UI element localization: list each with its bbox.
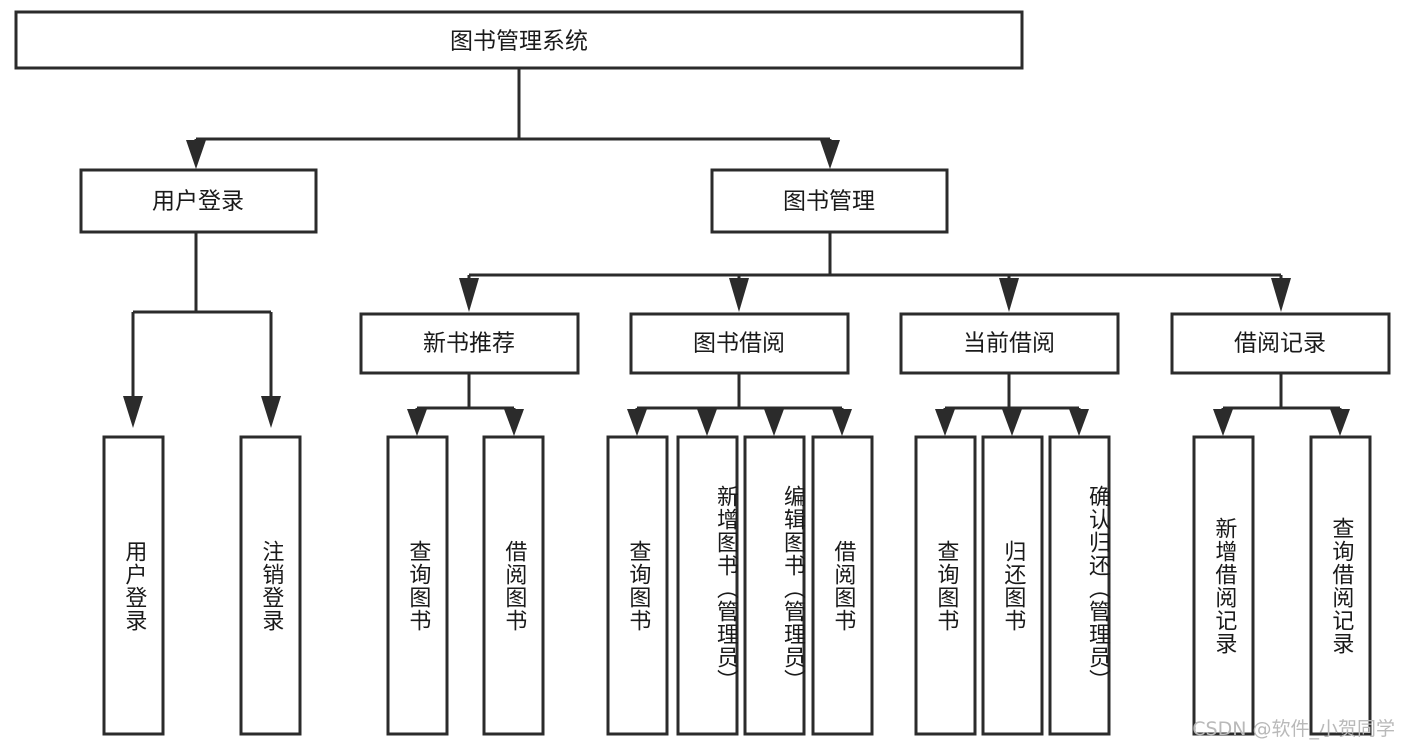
node-leaf-bb-edit-book-admin[interactable] <box>743 435 806 736</box>
node-user-login[interactable] <box>79 168 318 234</box>
node-leaf-br-query-record[interactable] <box>1309 435 1372 736</box>
node-book-borrow[interactable] <box>629 312 850 375</box>
node-new-book-recommend-label: 新书推荐 <box>423 331 515 357</box>
node-leaf-bb-borrow-book[interactable] <box>811 435 874 736</box>
arrow-to-new-book <box>459 278 479 312</box>
arrow-to-logout-leaf <box>261 396 281 428</box>
node-leaf-nb-query-book[interactable] <box>386 435 449 736</box>
connector-layer <box>123 68 1350 436</box>
arrow-to-book-borrow <box>729 278 749 312</box>
node-book-borrow-label: 图书借阅 <box>693 331 785 357</box>
node-root[interactable] <box>14 10 1024 70</box>
arrow-br-leaf-2 <box>1330 409 1350 436</box>
node-root-label: 图书管理系统 <box>450 29 588 55</box>
node-book-manage[interactable] <box>710 168 949 234</box>
arrow-to-user-login <box>186 140 206 169</box>
arrow-bb-leaf-1 <box>627 409 647 436</box>
arrow-bb-leaf-2 <box>697 409 717 436</box>
arrow-to-borrow-record <box>1271 278 1291 312</box>
node-leaf-br-add-record[interactable] <box>1192 435 1255 736</box>
node-borrow-record[interactable] <box>1170 312 1391 375</box>
arrow-cb-leaf-1 <box>935 409 955 436</box>
arrow-cb-leaf-2 <box>1002 409 1022 436</box>
node-leaf-logout[interactable] <box>239 435 302 736</box>
arrow-to-book-manage <box>820 140 840 169</box>
node-leaf-user-login[interactable] <box>102 435 165 736</box>
node-leaf-cb-confirm-return-admin[interactable] <box>1048 435 1111 736</box>
arrow-nb-leaf-1 <box>407 409 427 436</box>
arrow-to-current-borrow <box>999 278 1019 312</box>
arrow-bb-leaf-4 <box>832 409 852 436</box>
node-leaf-cb-query-book[interactable] <box>914 435 977 736</box>
node-leaf-bb-add-book-admin[interactable] <box>676 435 739 736</box>
arrow-cb-leaf-3 <box>1069 409 1089 436</box>
csdn-watermark: CSDN @软件_小贺同学 <box>1192 718 1395 740</box>
arrow-nb-leaf-2 <box>504 409 524 436</box>
node-new-book-recommend[interactable] <box>359 312 580 375</box>
node-leaf-cb-return-book[interactable] <box>981 435 1044 736</box>
node-user-login-label: 用户登录 <box>152 189 244 215</box>
arrow-br-leaf-1 <box>1213 409 1233 436</box>
node-leaf-nb-borrow-book[interactable] <box>482 435 545 736</box>
node-layer: 图书管理系统 用户登录 图书管理 新书推荐 图书借阅 当前借阅 借阅记录 <box>14 10 1391 736</box>
node-book-manage-label: 图书管理 <box>783 189 875 215</box>
arrow-bb-leaf-3 <box>764 409 784 436</box>
node-borrow-record-label: 借阅记录 <box>1234 331 1326 357</box>
node-current-borrow-label: 当前借阅 <box>963 331 1055 357</box>
node-leaf-bb-query-book[interactable] <box>606 435 669 736</box>
node-current-borrow[interactable] <box>899 312 1120 375</box>
arrow-to-user-login-leaf <box>123 396 143 428</box>
